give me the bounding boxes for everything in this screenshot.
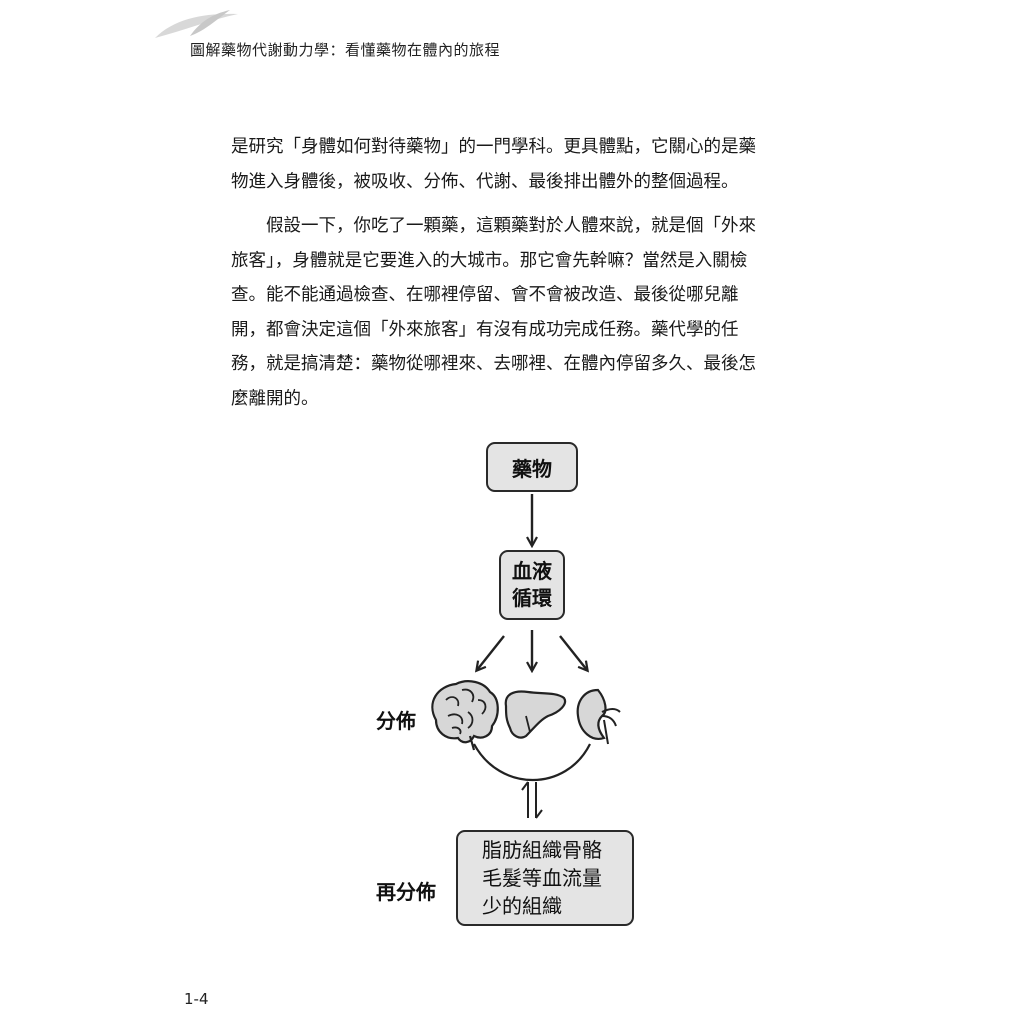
paragraph-1-line: 物進入身體後，被吸收、分佈、代謝、最後排出體外的整個過程。: [231, 171, 739, 192]
equilibrium-arrows-icon: [521, 781, 543, 819]
page-number: 1-4: [184, 990, 209, 1008]
tissue-box-line: 脂肪組織骨骼: [482, 838, 602, 862]
running-header-title: 圖解藥物代謝動力學：看懂藥物在體內的旅程: [190, 41, 501, 59]
paragraph-2-line: 麼離開的。: [231, 388, 319, 409]
kidney-icon: [576, 688, 621, 745]
tissue-box-line: 毛髮等血流量: [482, 866, 602, 890]
paragraph-2-line: 假設一下，你吃了一顆藥，這顆藥對於人體來說，就是個「外來: [231, 216, 756, 236]
distribution-arc: [473, 743, 591, 782]
leaf-ornament-icon: [155, 10, 238, 38]
brain-icon: [431, 680, 499, 751]
paragraph-2-line: 旅客」，身體就是它要進入的大城市。那它會先幹嘛？當然是入關檢: [231, 250, 748, 271]
paragraph-2-line: 查。能不能通過檢查、在哪裡停留、會不會被改造、最後從哪兒離: [231, 285, 739, 305]
tissue-box-line: 少的組織: [482, 894, 562, 918]
paragraph-1-line: 是研究「身體如何對待藥物」的一門學科。更具體點，它關心的是藥: [231, 137, 756, 157]
redistribution-label: 再分佈: [376, 880, 436, 904]
liver-icon: [504, 690, 567, 739]
arrow-to-kidney: [559, 635, 587, 670]
arrow-to-brain: [477, 635, 505, 670]
paragraph-2-line: 開，都會決定這個「外來旅客」有沒有成功完成任務。藥代學的任: [231, 319, 739, 340]
distribution-label: 分佈: [376, 709, 416, 733]
body-text: 是研究「身體如何對待藥物」的一門學科。更具體點，它關心的是藥 物進入身體後，被吸…: [231, 130, 791, 416]
drug-box: 藥物: [486, 442, 578, 492]
low-perfusion-tissue-box: 脂肪組織骨骼 毛髮等血流量 少的組織: [456, 830, 634, 926]
blood-box-line: 循環: [512, 586, 552, 610]
blood-box-line: 血液: [512, 559, 552, 583]
paragraph-2-line: 務，就是搞清楚：藥物從哪裡來、去哪裡、在體內停留多久、最後怎: [231, 354, 756, 374]
blood-circulation-box: 血液 循環: [499, 550, 565, 620]
